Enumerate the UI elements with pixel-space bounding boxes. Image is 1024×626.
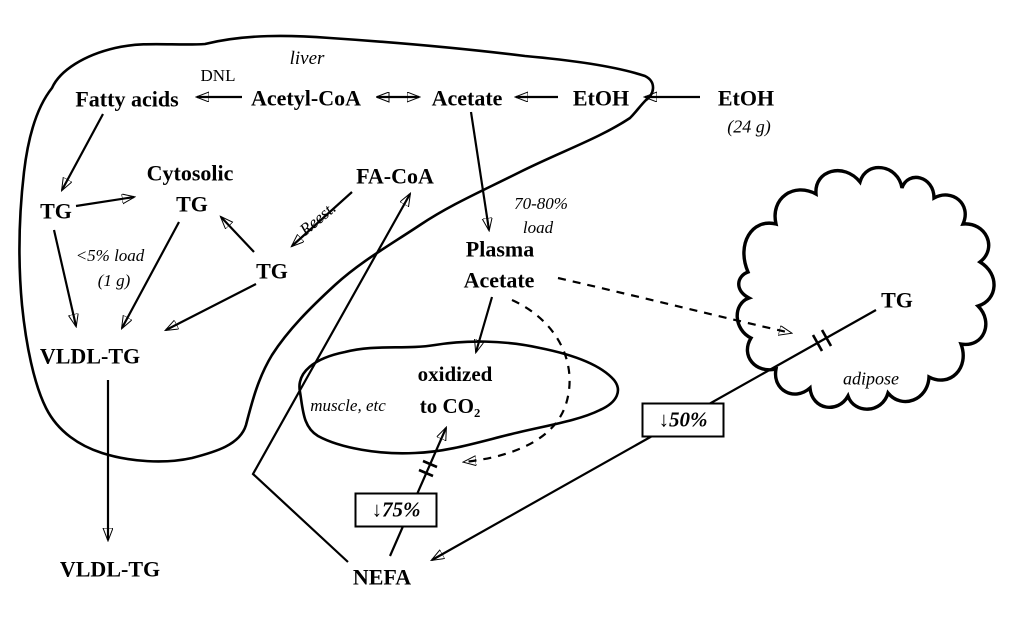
dnl-label: DNL — [200, 66, 236, 86]
arrow-tgpool-to-cytosolic-tg — [221, 217, 255, 253]
cytosolic-label-line2: TG — [176, 191, 208, 217]
adipose-tg-label: TG — [881, 287, 913, 313]
arrow-acetate-to-plasma — [469, 111, 489, 230]
acetate-label: Acetate — [431, 85, 503, 111]
dashed-arrow-acetate-inhibits-lipolysis — [557, 276, 791, 333]
fatty-acids-label: Fatty acids — [75, 86, 179, 112]
oxidation-decrease-box: ↓75% — [354, 492, 438, 528]
adipose-outline — [735, 165, 996, 411]
block-mark-lipolysis — [811, 329, 833, 352]
etoh-dose-label: (24 g) — [727, 116, 771, 137]
arrow-plasma-acetate-to-oxidation — [476, 296, 494, 352]
acetate-load-line1: 70-80% — [514, 194, 568, 214]
plasma-acetate-line2: Acetate — [463, 267, 535, 293]
liver-outline — [18, 34, 655, 463]
fa-coa-label: FA-CoA — [356, 163, 434, 189]
arrow-cytosolic-to-vldl — [122, 221, 180, 328]
oxidized-label-line1: oxidized — [417, 361, 493, 386]
arrow-facoa-reesterification-to-tg — [292, 191, 353, 246]
muscle-label: muscle, etc — [310, 396, 386, 416]
muscle-outline — [298, 340, 620, 455]
arrow-tgleft-to-vldl — [52, 229, 76, 326]
adipose-label: adipose — [843, 368, 899, 389]
liver-label: liver — [289, 48, 325, 70]
oxidized-label-line2: to CO₂ — [419, 393, 481, 418]
arrow-nefa-to-facoa — [251, 194, 410, 563]
arrow-fattyacids-to-tg — [62, 113, 104, 190]
cytosolic-label-line1: Cytosolic — [146, 160, 234, 186]
arrow-tg-to-cytosolic-tg — [75, 197, 134, 208]
acetyl-coa-label: Acetyl-CoA — [251, 85, 361, 111]
block-mark-nefa-oxidation — [418, 459, 438, 478]
nefa-label: NEFA — [352, 564, 412, 590]
load-note-line1: <5% load — [75, 246, 145, 266]
tg-pool-label: TG — [256, 258, 288, 284]
plasma-acetate-line1: Plasma — [465, 236, 535, 262]
acetate-load-line2: load — [522, 218, 554, 238]
vldl-tg-plasma-label: VLDL-TG — [59, 556, 161, 582]
etoh-source-label: EtOH — [717, 85, 775, 111]
lipolysis-decrease-box: ↓50% — [641, 402, 725, 438]
load-note-line2: (1 g) — [97, 271, 131, 291]
etoh-liver-label: EtOH — [572, 85, 630, 111]
arrow-nefa-to-co2 — [388, 428, 448, 557]
tg-left-label: TG — [40, 198, 72, 224]
vldl-tg-liver-label: VLDL-TG — [39, 343, 141, 369]
arrow-tgpool-to-vldl — [166, 283, 257, 330]
